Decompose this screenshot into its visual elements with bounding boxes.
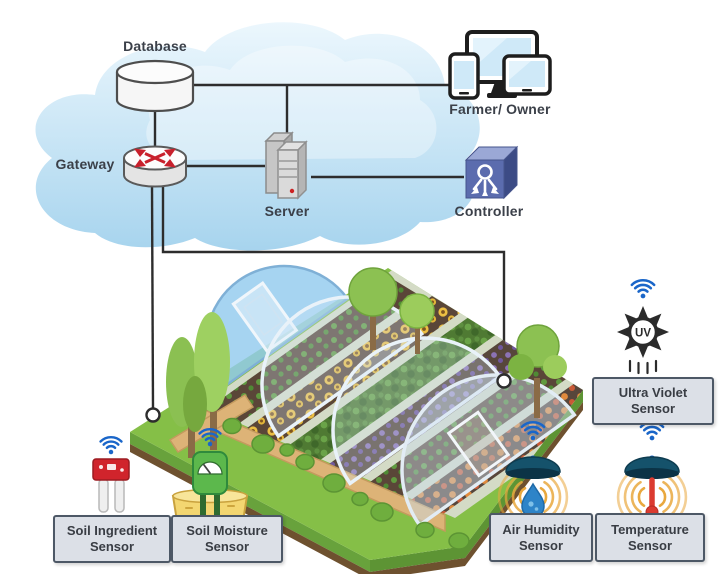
router-arrows bbox=[134, 148, 176, 168]
dome-door bbox=[231, 280, 299, 354]
label-line1: Soil Ingredient bbox=[66, 523, 158, 539]
farm-right-connector bbox=[496, 373, 512, 389]
soil-probe-icon bbox=[92, 435, 130, 513]
air-humidity-sensor-label: Air Humidity Sensor bbox=[489, 513, 593, 562]
controller-cube-icon bbox=[464, 145, 519, 200]
label-line1: Temperature bbox=[611, 521, 689, 537]
label-line2: Sensor bbox=[627, 537, 673, 553]
line-gateway-farm-right bbox=[161, 186, 506, 374]
database-cylinder-icon bbox=[115, 59, 195, 113]
uv-sun-icon: UV bbox=[617, 278, 669, 375]
server-towers-icon bbox=[264, 131, 308, 200]
database-label: Database bbox=[123, 38, 187, 54]
label-line2: Sensor bbox=[518, 537, 564, 553]
server-label: Server bbox=[264, 203, 310, 219]
thermometer-icon bbox=[616, 420, 688, 526]
label-line2: Sensor bbox=[630, 401, 676, 416]
uv-icon-text: UV bbox=[635, 328, 651, 340]
controller-label: Controller bbox=[454, 203, 524, 219]
end-arch-door bbox=[446, 410, 511, 478]
gateway-label: Gateway bbox=[55, 156, 115, 172]
round-trees-top bbox=[348, 267, 435, 354]
temperature-sensor-label: Temperature Sensor bbox=[595, 513, 705, 562]
soil-ingredient-sensor-label: Soil Ingredient Sensor bbox=[53, 515, 171, 563]
router-icon bbox=[123, 145, 187, 188]
greenhouse-hoops bbox=[260, 295, 577, 528]
soil-moisture-sensor-label: Soil Moisture Sensor bbox=[171, 515, 283, 563]
line-gateway-farm-left bbox=[150, 185, 155, 409]
bushes bbox=[222, 417, 470, 550]
controller-glyph bbox=[472, 164, 498, 193]
round-tree-right bbox=[508, 324, 567, 418]
farmer-owner-label: Farmer/ Owner bbox=[449, 101, 551, 117]
tablet-icon bbox=[502, 54, 552, 96]
ultra-violet-sensor-label: Ultra Violet Sensor bbox=[592, 377, 714, 425]
connection-lines bbox=[150, 83, 506, 409]
devices-icon bbox=[448, 30, 552, 100]
label-line1: Soil Moisture bbox=[186, 523, 268, 539]
smartphone-icon bbox=[448, 52, 480, 100]
farm-left-connector bbox=[145, 407, 161, 423]
label-line2: Sensor bbox=[89, 539, 135, 554]
label-line1: Air Humidity bbox=[502, 521, 580, 537]
greenhouse-dome bbox=[204, 264, 350, 392]
greenhouse-end-arch bbox=[400, 373, 577, 528]
label-line1: Ultra Violet bbox=[618, 385, 688, 401]
tall-trees-left bbox=[166, 312, 230, 458]
label-line2: Sensor bbox=[204, 539, 250, 554]
